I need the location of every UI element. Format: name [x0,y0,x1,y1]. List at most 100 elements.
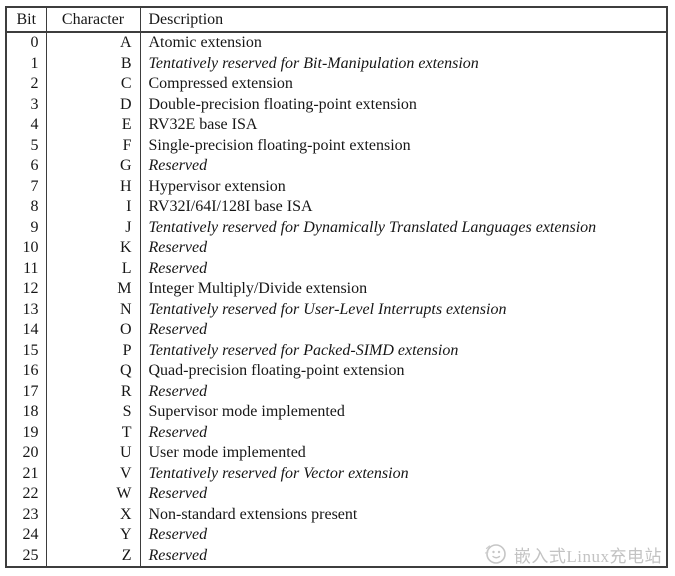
character-cell: J [46,217,141,238]
bit-cell: 4 [6,115,47,136]
description-cell: Tentatively reserved for User-Level Inte… [148,300,507,318]
description-cell: RV32I/64I/128I base ISA [148,198,313,215]
column-header-character: Character [46,7,141,33]
character-cell: Z [46,545,141,567]
character-cell: I [46,197,141,218]
description-cell: Non-standard extensions present [148,505,358,523]
description-cell: Tentatively reserved for Dynamically Tra… [148,218,597,236]
bit-cell: 0 [6,32,47,54]
character-cell: S [46,402,141,423]
bit-cell: 19 [6,422,47,443]
description-cell: Reserved [148,485,208,502]
description-cell: Reserved [148,526,208,543]
description-cell: Tentatively reserved for Vector extensio… [148,464,409,482]
description-cell: Reserved [148,239,208,256]
character-cell: L [46,258,141,279]
bit-cell: 5 [6,135,47,156]
character-cell: V [46,463,141,484]
character-cell: C [46,74,141,95]
bit-cell: 17 [6,381,47,402]
bit-cell: 21 [6,463,47,484]
bit-cell: 15 [6,340,47,361]
description-cell: Quad-precision floating-point extension [148,362,405,379]
description-cell: Reserved [148,157,208,174]
description-cell: Hypervisor extension [148,177,286,195]
description-cell: Integer Multiply/Divide extension [148,280,368,297]
character-cell: Q [46,361,141,382]
bit-cell: 8 [6,197,47,218]
column-header-description: Description [140,7,667,33]
bit-cell: 13 [6,299,47,320]
character-cell: A [46,32,141,54]
bit-cell: 10 [6,238,47,259]
bit-cell: 2 [6,74,47,95]
character-cell: T [46,422,141,443]
description-cell: Reserved [148,321,208,338]
description-cell: Single-precision floating-point extensio… [148,136,411,154]
character-cell: Y [46,525,141,546]
bit-cell: 18 [6,402,47,423]
description-cell: Tentatively reserved for Packed-SIMD ext… [148,341,459,359]
bit-cell: 20 [6,443,47,464]
bit-cell: 12 [6,279,47,300]
description-cell: Compressed extension [148,75,293,92]
bit-cell: 9 [6,217,47,238]
character-cell: N [46,299,141,320]
bit-cell: 22 [6,484,47,505]
watermark: 嵌入式Linux充电站 [482,541,662,567]
character-cell: X [46,504,141,525]
bit-cell: 6 [6,156,47,177]
description-cell: RV32E base ISA [148,116,258,133]
description-cell: Atomic extension [148,34,262,51]
character-cell: O [46,320,141,341]
description-cell: Tentatively reserved for Bit-Manipulatio… [148,54,479,72]
character-cell: D [46,94,141,115]
bit-cell: 7 [6,176,47,197]
character-cell: R [46,381,141,402]
bit-cell: 16 [6,361,47,382]
watermark-logo-icon [482,541,508,567]
description-cell: Reserved [148,546,208,564]
description-cell: Supervisor mode implemented [148,403,345,420]
bit-cell: 24 [6,525,47,546]
column-header-bit: Bit [6,7,47,33]
description-cell: Reserved [148,259,208,277]
character-cell: G [46,156,141,177]
character-cell: W [46,484,141,505]
bit-cell: 25 [6,545,47,567]
bit-cell: 11 [6,258,47,279]
table-header-row: Bit Character Description [6,7,667,33]
bit-cell: 1 [6,53,47,74]
character-cell: H [46,176,141,197]
character-cell: F [46,135,141,156]
character-cell: E [46,115,141,136]
character-cell: M [46,279,141,300]
watermark-text: 嵌入式Linux充电站 [513,546,662,566]
character-cell: P [46,340,141,361]
description-cell: User mode implemented [148,444,306,461]
character-cell: B [46,53,141,74]
description-cell: Reserved [148,382,208,400]
